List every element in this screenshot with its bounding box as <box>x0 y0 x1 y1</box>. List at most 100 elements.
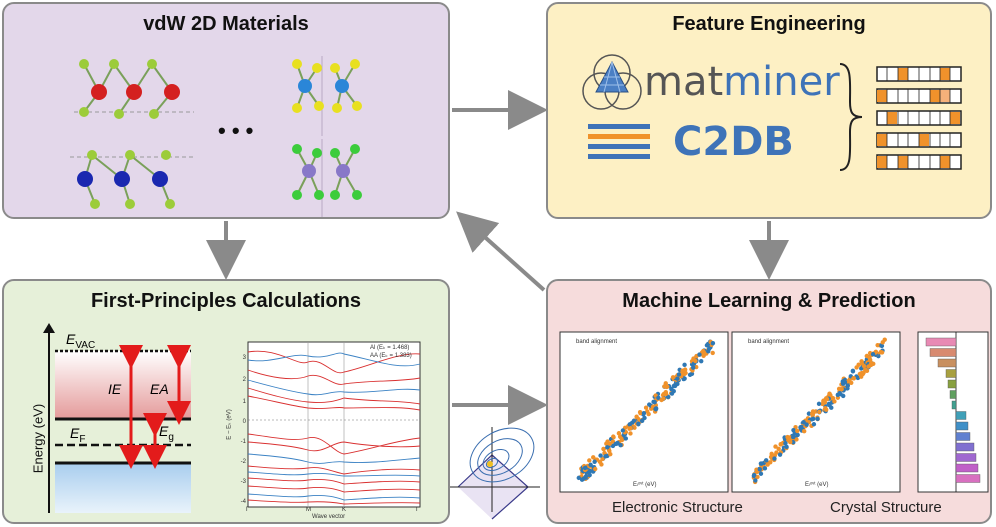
scatter-point <box>827 391 832 396</box>
e-g-label: Eg <box>159 423 174 443</box>
band-x-tick: Γ <box>246 507 250 513</box>
scatter-point <box>706 349 711 354</box>
first-principles-title: First-Principles Calculations <box>90 290 362 312</box>
importance-bar <box>955 421 969 431</box>
feature-vectors <box>876 66 962 170</box>
ml-panel: Machine Learning & Prediction band align… <box>546 279 992 524</box>
scatter-point <box>794 437 799 442</box>
scatter-point <box>587 458 592 463</box>
scatter-point <box>610 443 616 449</box>
crystal-structure-3 <box>292 56 362 136</box>
scatter-point <box>653 406 659 411</box>
gaussian-contour-icon <box>450 427 550 520</box>
logo-miner: miner <box>723 59 840 105</box>
scatter-point <box>868 362 874 367</box>
scatter-point <box>620 428 626 433</box>
scatter-point <box>628 431 633 436</box>
scatter-point <box>861 370 866 376</box>
scatter-xlabel-electronic: Eₗᵒᵛᵗ (eV) <box>633 482 657 488</box>
scatter-point <box>784 444 789 450</box>
scatter-point <box>786 438 791 443</box>
c2db-logo-text: C2DB <box>673 119 794 165</box>
importance-bar <box>929 348 957 357</box>
scatter-point <box>851 376 856 381</box>
scatter-point <box>755 474 760 480</box>
scatter-point <box>880 340 885 345</box>
scatter-point <box>618 443 623 448</box>
scatter-point <box>758 471 764 476</box>
ml-title: Machine Learning & Prediction <box>622 290 916 312</box>
scatter-point <box>607 441 612 446</box>
scatter-point <box>809 411 815 416</box>
scatter-point <box>670 375 676 380</box>
scatter-point <box>783 441 788 446</box>
scatter-point <box>671 383 676 389</box>
materials-panel: vdW 2D Materials • • • <box>2 2 450 219</box>
matminer-logo-text: matminer <box>644 60 840 104</box>
scatter-point <box>669 391 675 396</box>
scatter-point <box>636 421 641 426</box>
scatter-point <box>604 441 609 446</box>
scatter-point <box>836 386 842 392</box>
importance-bar <box>949 390 957 399</box>
band-y-label: E − Eₖ (eV) <box>226 409 233 440</box>
importance-bar <box>955 432 971 441</box>
scatter-point <box>879 350 885 355</box>
scatter-point <box>859 359 864 364</box>
scatter-point <box>759 461 764 466</box>
crystal-structure-1 <box>74 59 194 119</box>
scatter-point <box>598 453 603 458</box>
scatter-point <box>817 409 822 415</box>
scatter-point <box>751 472 757 478</box>
scatter-point <box>627 422 632 427</box>
scatter-point <box>870 352 876 357</box>
scatter-point <box>592 459 597 464</box>
band-y-tick: 0 <box>242 419 246 425</box>
scatter-point <box>665 394 671 400</box>
scatter-point <box>806 411 812 416</box>
ea-label: EA <box>150 381 169 397</box>
importance-bar <box>937 358 957 368</box>
scatter-point <box>693 358 698 364</box>
e-vac-label: EVAC <box>66 331 96 351</box>
importance-bar <box>955 474 981 483</box>
scatter-point <box>791 434 796 440</box>
ellipsis: • • • <box>218 118 254 143</box>
importance-bar <box>955 442 975 452</box>
scatter-point <box>600 456 605 462</box>
band-y-tick: -3 <box>240 479 246 485</box>
scatter-point <box>616 431 622 436</box>
scatter-point <box>638 411 643 416</box>
matminer-logo-icon <box>582 54 642 110</box>
scatter-point <box>798 425 803 430</box>
scatter-point <box>864 353 869 359</box>
scatter-point <box>634 414 639 419</box>
scatter-point <box>832 399 837 404</box>
scatter-point <box>850 368 856 374</box>
scatter-point <box>697 352 702 357</box>
scatter-point <box>691 365 696 370</box>
band-y-tick: 1 <box>242 399 246 405</box>
importance-bar <box>955 453 977 462</box>
scatter-plot-electronic <box>559 331 729 493</box>
scatter-point <box>663 381 668 386</box>
scatter-point <box>682 362 687 368</box>
scatter-point <box>821 398 826 404</box>
scatter-point <box>757 467 763 472</box>
scatter-legend-crystal: band alignment <box>748 339 790 345</box>
importance-bar <box>945 369 957 378</box>
scatter-point <box>856 362 861 367</box>
importance-bar <box>925 337 957 347</box>
band-y-tick: -2 <box>240 459 246 465</box>
feature-importance-bars <box>917 331 989 493</box>
scatter-point <box>754 467 759 472</box>
band-legend-1: Al (Eₖ = 1.468) <box>370 345 410 351</box>
scatter-point <box>687 372 693 377</box>
scatter-point <box>602 450 607 456</box>
scatter-point <box>763 458 769 463</box>
band-x-tick: M <box>306 507 311 513</box>
scatter-point <box>811 416 816 422</box>
band-structure-plot <box>247 341 421 508</box>
scatter-point <box>656 395 661 401</box>
